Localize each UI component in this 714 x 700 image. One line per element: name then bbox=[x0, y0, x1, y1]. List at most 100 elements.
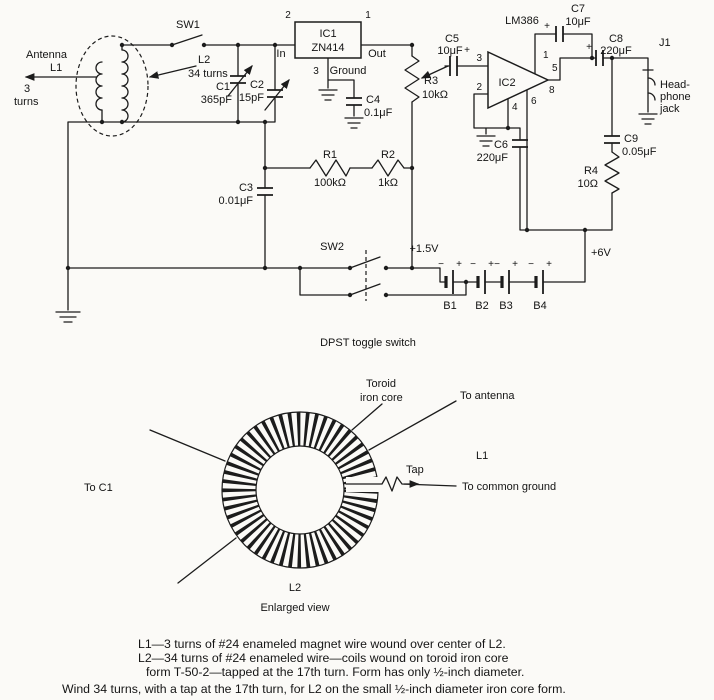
c6-name: C6 bbox=[494, 139, 508, 151]
ic2-pin5: 5 bbox=[552, 63, 558, 74]
tap-label: Tap bbox=[406, 464, 424, 476]
b1-minus-mark: − bbox=[438, 259, 444, 270]
c7-value: 10μF bbox=[565, 16, 591, 28]
ic1-pin2: 2 bbox=[285, 10, 291, 21]
ic1-in-label: In bbox=[276, 48, 285, 60]
j1-name: J1 bbox=[659, 37, 671, 49]
b3-plus-mark: + bbox=[512, 259, 518, 270]
toroid-core-label-line1: Toroid bbox=[366, 378, 396, 390]
ic1-pin1: 1 bbox=[365, 10, 371, 21]
c8-value: 220μF bbox=[600, 45, 632, 57]
r3-value: 10kΩ bbox=[422, 89, 448, 101]
c2-name: C2 bbox=[250, 79, 264, 91]
ic2-pin6: 6 bbox=[531, 96, 537, 107]
toroid-core-dashed-outline bbox=[75, 35, 149, 137]
c9-name: C9 bbox=[624, 133, 638, 145]
b3-minus-mark: − bbox=[494, 259, 500, 270]
l1-label: L1 bbox=[50, 62, 62, 74]
transformer-l1-l2 bbox=[75, 35, 149, 137]
b2-minus-mark: − bbox=[470, 259, 476, 270]
ic2-pin2: 2 bbox=[476, 82, 482, 93]
headphone-jack-icon bbox=[647, 77, 656, 101]
r2-value: 1kΩ bbox=[378, 177, 398, 189]
ic1-pin3: 3 bbox=[313, 66, 319, 77]
toroid-l1-label: L1 bbox=[476, 450, 488, 462]
enlarged-view-caption: Enlarged view bbox=[260, 602, 329, 614]
j1-label-line2: phone bbox=[660, 91, 691, 103]
ic2-pin8: 8 bbox=[549, 85, 555, 96]
ic1-ground-label: Ground bbox=[330, 65, 367, 77]
c6-value: 220μF bbox=[477, 152, 509, 164]
sw1-label: SW1 bbox=[176, 19, 200, 31]
ic1-out-label: Out bbox=[368, 48, 386, 60]
l2-leader-arrow bbox=[148, 65, 197, 79]
c1-value: 365pF bbox=[201, 94, 232, 106]
l1-turns-word: turns bbox=[14, 96, 39, 108]
ic1-box bbox=[294, 21, 362, 59]
resistors bbox=[309, 55, 620, 194]
v1p5-label: +1.5V bbox=[409, 243, 439, 255]
variable-cap-arrow-c2 bbox=[264, 78, 290, 111]
b2-plus-mark: + bbox=[488, 259, 494, 270]
b1-label: B1 bbox=[443, 300, 456, 312]
j1-label-line3: jack bbox=[659, 103, 680, 115]
c5-name: C5 bbox=[445, 33, 459, 45]
r4-name: R4 bbox=[584, 165, 598, 177]
ic2-name: IC2 bbox=[498, 77, 515, 89]
c8-plus-mark: + bbox=[586, 42, 592, 53]
to-common-ground-label: To common ground bbox=[462, 481, 556, 493]
c4-name: C4 bbox=[366, 94, 380, 106]
ground-symbols bbox=[55, 89, 658, 323]
toroid-l2-label: L2 bbox=[289, 582, 301, 594]
ic2-pin1: 1 bbox=[543, 50, 549, 61]
battery-plates bbox=[444, 270, 544, 294]
switch-sw2 bbox=[349, 250, 381, 301]
ic1-name: IC1 bbox=[319, 28, 336, 40]
c4-value: 0.1μF bbox=[364, 107, 393, 119]
c5-plus-mark: + bbox=[464, 45, 470, 56]
capacitor-plates bbox=[230, 26, 620, 196]
c9-value: 0.05μF bbox=[622, 146, 657, 158]
r1-name: R1 bbox=[323, 149, 337, 161]
radio-circuit-figure: Antenna L1 3 turns SW1 L2 34 turns C1 36… bbox=[14, 3, 691, 614]
figure-footer-caption: Wind 34 turns, with a tap at the 17th tu… bbox=[62, 682, 566, 696]
r4-value: 10Ω bbox=[578, 178, 598, 190]
arrow-annotations bbox=[24, 64, 449, 111]
sw2-label: SW2 bbox=[320, 241, 344, 253]
b4-minus-mark: − bbox=[528, 259, 534, 270]
winding-note-line1: L1—3 turns of #24 enameled magnet wire w… bbox=[138, 637, 506, 651]
c7-name: C7 bbox=[571, 3, 585, 15]
c7-plus-mark: + bbox=[544, 21, 550, 32]
c2-value: 15pF bbox=[239, 92, 264, 104]
switch-sw1 bbox=[171, 34, 203, 46]
c3-value: 0.01μF bbox=[219, 195, 254, 207]
ic2-pin3: 3 bbox=[476, 53, 482, 64]
ic1-part: ZN414 bbox=[311, 42, 344, 54]
c3-name: C3 bbox=[239, 182, 253, 194]
toroid-enlarged-view bbox=[149, 400, 457, 584]
l2-label: L2 bbox=[198, 54, 210, 66]
toroid-leader-lines bbox=[149, 400, 457, 584]
sw2-type-label: DPST toggle switch bbox=[320, 337, 416, 349]
c8-name: C8 bbox=[609, 33, 623, 45]
j1-label-line1: Head- bbox=[660, 79, 690, 91]
winding-note-line3: form T-50-2—tapped at the 17th turn. For… bbox=[146, 665, 525, 679]
ic2-part-label: LM386 bbox=[505, 15, 539, 27]
ic2-amp-triangle bbox=[487, 50, 550, 110]
c1-name: C1 bbox=[216, 81, 230, 93]
c5-value: 10μF bbox=[437, 45, 463, 57]
antenna-label: Antenna bbox=[26, 49, 68, 61]
junction-dots bbox=[65, 42, 615, 298]
b1-plus-mark: + bbox=[456, 259, 462, 270]
ic2-pin4: 4 bbox=[512, 102, 518, 113]
tap-wire bbox=[345, 476, 457, 492]
to-antenna-label: To antenna bbox=[460, 390, 515, 402]
to-c1-label: To C1 bbox=[84, 482, 113, 494]
b4-plus-mark: + bbox=[546, 259, 552, 270]
toroid-core-label-line2: iron core bbox=[360, 392, 403, 404]
b3-label: B3 bbox=[499, 300, 512, 312]
winding-note-line2: L2—34 turns of #24 enameled wire—coils w… bbox=[138, 651, 509, 665]
variable-cap-arrow-c1 bbox=[227, 64, 253, 97]
r1-value: 100kΩ bbox=[314, 177, 346, 189]
r3-name: R3 bbox=[424, 75, 438, 87]
